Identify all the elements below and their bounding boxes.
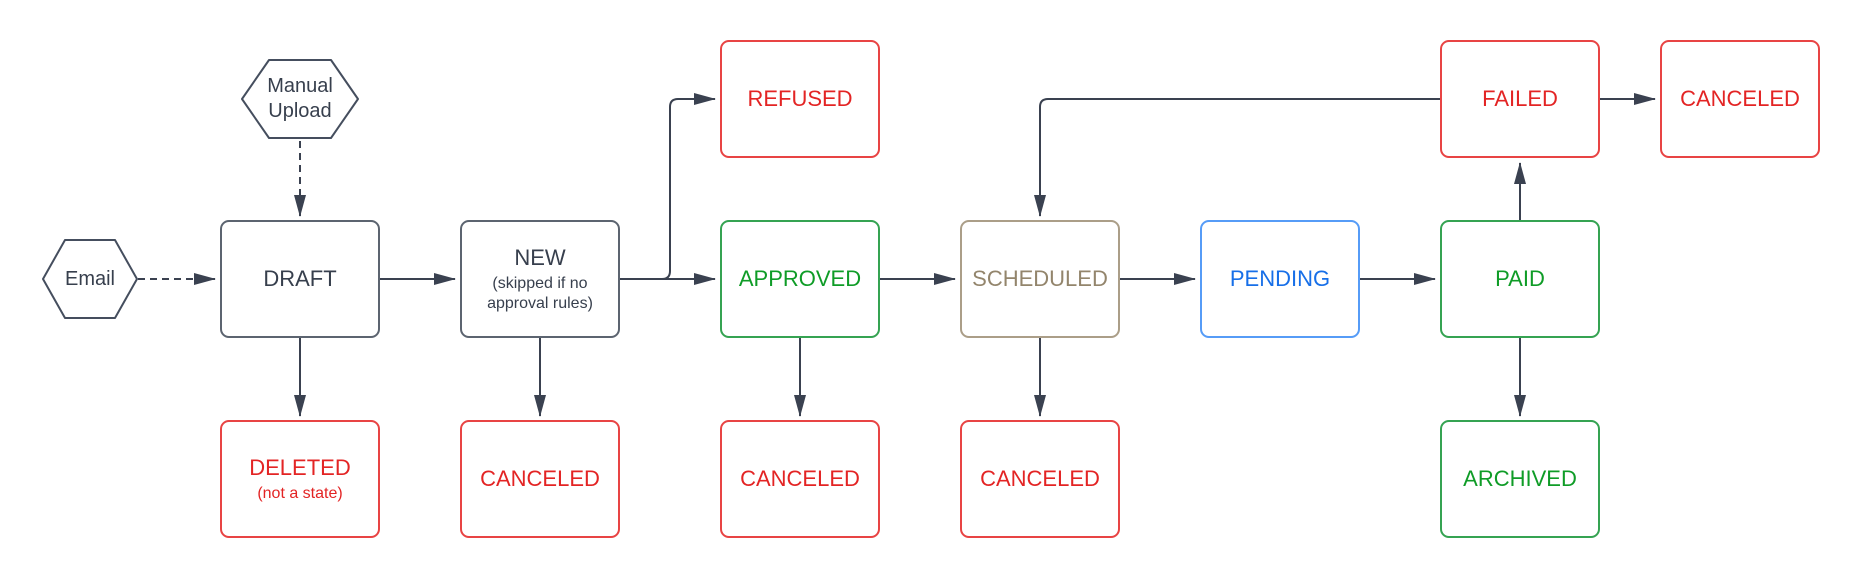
state-label: CANCELED [740, 466, 860, 492]
state-sublabel: (not a state) [257, 484, 343, 502]
source-label: Manual Upload [267, 75, 333, 122]
state-node-deleted: DELETED (not a state) [220, 420, 380, 538]
state-label: DELETED [249, 455, 351, 481]
source-node-manual-upload: Manual Upload [241, 59, 359, 139]
state-node-paid: PAID [1440, 220, 1600, 338]
source-label: Email [64, 267, 115, 290]
state-label: FAILED [1482, 86, 1558, 112]
state-node-canceled-from-new: CANCELED [460, 420, 620, 538]
state-node-failed: FAILED [1440, 40, 1600, 158]
state-sublabel: (skipped if no approval rules) [487, 274, 593, 312]
state-label: CANCELED [980, 466, 1100, 492]
state-label: SCHEDULED [972, 266, 1108, 292]
state-label: NEW [514, 245, 566, 271]
state-node-canceled-final: CANCELED [1660, 40, 1820, 158]
state-node-archived: ARCHIVED [1440, 420, 1600, 538]
state-label: ARCHIVED [1463, 466, 1577, 492]
state-node-refused: REFUSED [720, 40, 880, 158]
edge-failed-to-scheduled [1034, 98, 1440, 217]
state-label: CANCELED [480, 466, 600, 492]
state-label: APPROVED [738, 266, 862, 292]
state-node-new: NEW (skipped if no approval rules) [460, 220, 620, 338]
state-node-canceled-from-scheduled: CANCELED [960, 420, 1120, 538]
state-node-scheduled: SCHEDULED [960, 220, 1120, 338]
state-label: CANCELED [1680, 86, 1800, 112]
hexagon-shape [241, 59, 359, 139]
source-node-email: Email [42, 239, 138, 319]
state-label: PENDING [1229, 266, 1331, 292]
state-node-approved: APPROVED [720, 220, 880, 338]
state-node-pending: PENDING [1200, 220, 1360, 338]
edge-new-to-refused [620, 93, 716, 280]
hexagon-shape [42, 239, 138, 319]
state-label: DRAFT [263, 266, 337, 292]
state-label: PAID [1495, 266, 1545, 292]
state-label: REFUSED [747, 86, 853, 112]
state-node-draft: DRAFT [220, 220, 380, 338]
state-node-canceled-from-approved: CANCELED [720, 420, 880, 538]
